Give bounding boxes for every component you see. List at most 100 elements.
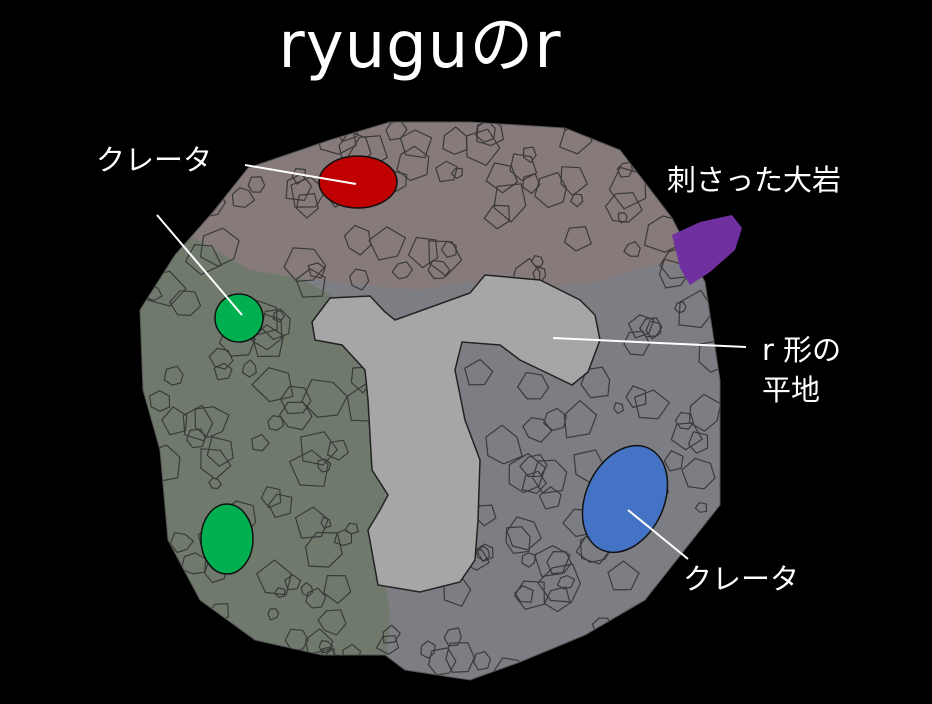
rock	[300, 431, 339, 466]
rock	[320, 516, 332, 530]
rock	[563, 226, 593, 252]
rock	[420, 640, 436, 659]
leader-crater-red	[244, 164, 357, 185]
rock	[516, 371, 550, 400]
rock	[580, 366, 611, 399]
rock	[179, 189, 201, 212]
leader-crater-blue	[627, 509, 689, 560]
rock	[407, 236, 439, 269]
rock	[623, 240, 641, 257]
rock	[483, 204, 511, 230]
rock	[440, 240, 457, 258]
asteroid-outline	[139, 121, 721, 681]
rock	[163, 365, 184, 386]
rock	[450, 167, 463, 180]
rock	[161, 406, 188, 436]
rock	[288, 449, 329, 487]
rock	[543, 586, 571, 613]
rock	[295, 192, 320, 219]
rock	[693, 129, 720, 155]
rock	[687, 431, 709, 455]
rock	[156, 652, 195, 680]
crater-green-upper	[214, 293, 264, 343]
rock	[279, 385, 312, 415]
rock	[434, 160, 459, 183]
rock	[674, 301, 687, 314]
rock	[199, 227, 240, 267]
rock	[206, 436, 234, 468]
rock	[385, 122, 408, 141]
rock	[247, 176, 266, 193]
rock	[213, 362, 233, 381]
rock	[476, 122, 505, 147]
rock	[674, 411, 694, 430]
rock	[194, 406, 230, 439]
rock	[588, 657, 616, 680]
rock	[688, 393, 720, 432]
rock	[616, 161, 634, 178]
rock	[688, 634, 716, 667]
rock	[304, 531, 343, 568]
rock	[656, 576, 683, 604]
rock	[396, 145, 430, 182]
rock	[307, 262, 326, 279]
r-shaped-flat	[311, 274, 601, 593]
rock	[141, 181, 176, 214]
rock	[465, 128, 501, 167]
rock	[556, 574, 576, 590]
rock	[508, 452, 547, 494]
rock	[323, 574, 352, 605]
rock	[145, 210, 170, 233]
rock	[168, 290, 202, 317]
rock	[260, 486, 282, 509]
diagram-title: ryuguのr	[278, 9, 562, 83]
rock	[694, 663, 707, 675]
rock	[505, 526, 531, 555]
rock	[534, 171, 567, 209]
crater-red	[318, 155, 398, 209]
leader-r-flat	[552, 337, 747, 348]
rock	[176, 638, 190, 650]
rock	[476, 543, 494, 563]
rock	[140, 610, 170, 643]
crater-green-lower	[200, 503, 254, 575]
rock	[169, 612, 183, 626]
rock	[382, 624, 401, 644]
rock	[208, 347, 234, 370]
rock	[473, 651, 492, 671]
rock	[514, 584, 534, 603]
rock	[251, 143, 264, 155]
rock	[184, 244, 223, 276]
rock	[317, 609, 347, 636]
rock	[658, 122, 698, 152]
rock	[608, 166, 647, 210]
rock	[255, 559, 292, 596]
rock	[295, 268, 326, 298]
rock	[642, 604, 678, 637]
rock	[474, 544, 491, 562]
rock	[694, 501, 708, 513]
label-r-flat-line1: r 形の	[762, 333, 842, 367]
rock	[344, 522, 360, 535]
rock	[607, 560, 640, 591]
rock	[613, 401, 624, 415]
rock	[241, 359, 257, 378]
rock	[485, 424, 523, 465]
rock	[391, 261, 414, 280]
rock	[231, 187, 256, 208]
rock	[546, 550, 572, 575]
rock	[283, 247, 327, 282]
rock	[474, 504, 497, 527]
rock	[251, 367, 294, 403]
rock	[522, 146, 537, 164]
rock	[228, 656, 260, 680]
rock	[633, 389, 671, 420]
rock	[326, 439, 350, 461]
label-stuck-boulder: 刺さった大岩	[667, 163, 842, 197]
rock	[368, 226, 407, 261]
rock	[627, 314, 655, 339]
rock	[317, 458, 332, 473]
rock	[543, 407, 567, 432]
